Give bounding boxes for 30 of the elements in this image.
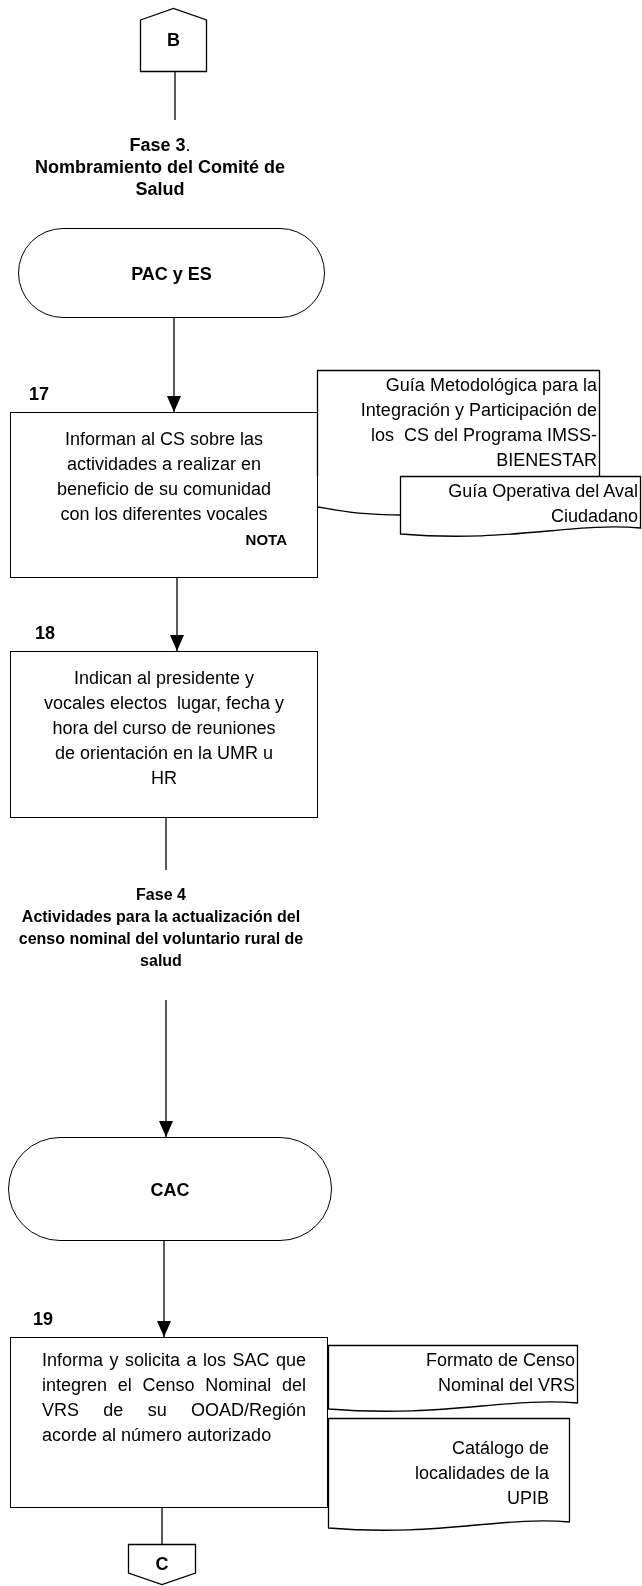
document-title: Catálogo de localidades de la UPIB (413, 1437, 549, 1510)
step-text: Indican al presidente y vocales electos lugar, fecha y hora del curso de reuniones de orientación en la UMR u HR (42, 667, 286, 790)
document-shape (317, 370, 600, 476)
document-title: Guía Metodológica para la Integración y Participación de los CS del Programa IMSS-BIENESTAR (359, 374, 597, 472)
connector-line (165, 817, 167, 871)
off-page-connector (140, 8, 207, 72)
phase-label: Fase 4 (135, 885, 187, 905)
phase-title: Actividades para la actualización del censo nominal del voluntario rural de salud (17, 907, 305, 971)
document-title: Guía Operativa del Aval Ciudadano (447, 480, 638, 528)
step-text: Informan al CS sobre las actividades a realizar en beneficio de su comunidad con los diferentes vocales (55, 428, 273, 526)
actor-label: PAC y ES (130, 263, 213, 286)
arrow (157, 1240, 171, 1338)
step-number: 18 (35, 622, 56, 644)
document-title: Formato de Censo Nominal del VRS (424, 1349, 575, 1397)
arrow (159, 999, 173, 1138)
connector-line (174, 71, 176, 121)
connector-line (317, 506, 401, 516)
arrow (170, 577, 184, 652)
connector-line (161, 1507, 163, 1545)
step-text: Informa y solicita a los SAC que integren el Censo Nominal del VRS de su OOAD/Región acorde al número autorizado (42, 1349, 306, 1447)
off-page-connector (128, 1544, 196, 1585)
connector-letter: C (154, 1553, 170, 1576)
step-number: 19 (33, 1308, 54, 1330)
connector-letter: B (166, 29, 181, 52)
step-number: 17 (29, 383, 50, 405)
note-reference: NOTA (244, 530, 287, 550)
arrow (167, 317, 181, 413)
phase-label: Fase 3. (128, 134, 192, 156)
phase-title: Nombramiento del Comité de Salud (34, 156, 286, 200)
actor-label: CAC (149, 1179, 191, 1202)
